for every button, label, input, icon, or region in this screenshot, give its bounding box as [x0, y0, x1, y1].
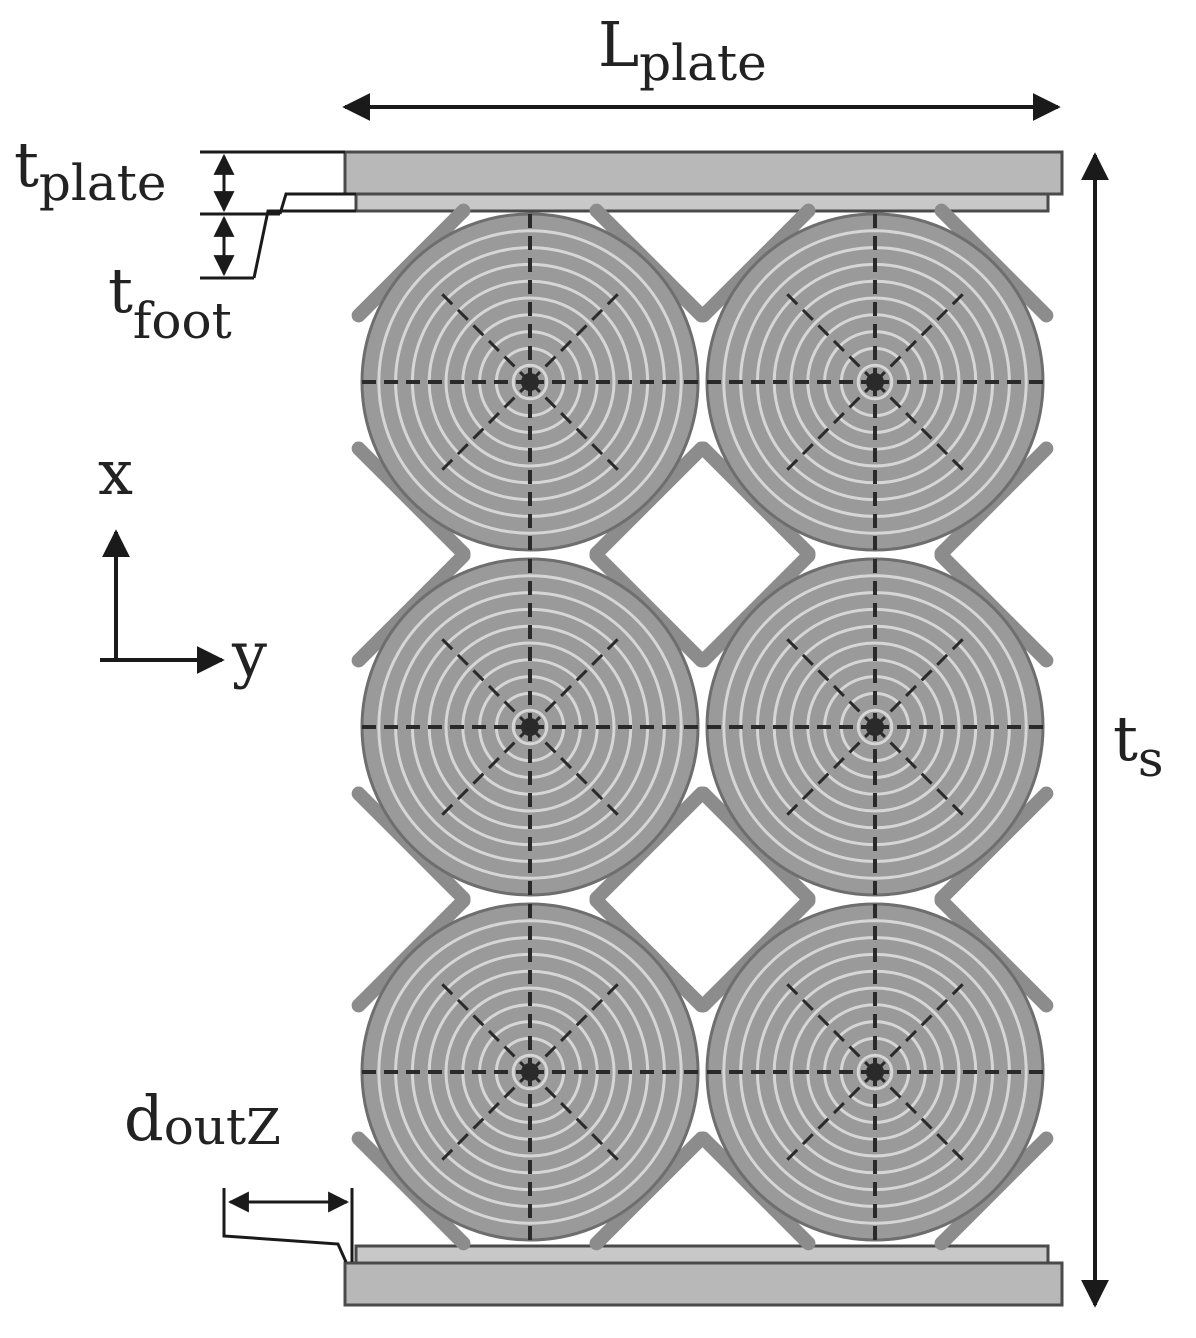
cell-ring — [856, 708, 894, 746]
unit-cell — [696, 203, 1054, 561]
t-foot-label-base: t — [108, 254, 133, 327]
d-outz-label-base: d — [124, 1082, 164, 1155]
unit-cell — [696, 893, 1054, 1251]
d-outz-label: doutZ — [124, 1082, 281, 1156]
cell-ring — [511, 363, 549, 401]
unit-cell-grid — [351, 203, 1054, 1251]
cell-ring — [722, 229, 1028, 535]
cell-ring — [377, 919, 683, 1225]
cell-center — [866, 373, 884, 391]
cell-center — [866, 718, 884, 736]
unit-cell — [351, 203, 709, 561]
l-plate-label-base: L — [598, 8, 639, 81]
unit-cell — [351, 548, 709, 906]
cell-ring — [789, 296, 961, 468]
d-outz-dimension — [222, 1188, 354, 1263]
t-foot-label-sub: foot — [133, 292, 232, 350]
cell-ring — [856, 363, 894, 401]
l-plate-label: Lplate — [598, 8, 767, 92]
x-axis-label: x — [98, 436, 133, 509]
cell-ring — [444, 641, 616, 813]
unit-cell — [696, 548, 1054, 906]
cell-ring — [511, 1053, 549, 1091]
cell-center — [866, 1063, 884, 1081]
cell-center — [521, 718, 539, 736]
unit-cell — [351, 893, 709, 1251]
top-foot — [354, 192, 1050, 213]
d-outz-label-sub: outZ — [164, 1098, 281, 1156]
y-axis-label: y — [231, 618, 267, 691]
cell-ring — [511, 708, 549, 746]
top-plate — [343, 150, 1064, 196]
t-s-label-sub: s — [1138, 730, 1164, 788]
t-plate-label-base: t — [14, 128, 39, 201]
l-plate-label-sub: plate — [639, 34, 767, 92]
cell-ring — [789, 641, 961, 813]
cell-ring — [722, 919, 1028, 1225]
cell-ring — [377, 229, 683, 535]
cell-ring — [789, 986, 961, 1158]
cell-center — [521, 373, 539, 391]
t-plate-t-foot-dimension — [200, 150, 356, 280]
cell-ring — [856, 1053, 894, 1091]
t-plate-label: tplate — [14, 128, 166, 212]
cell-ring — [377, 574, 683, 880]
cell-ring — [444, 296, 616, 468]
t-plate-label-sub: plate — [39, 154, 167, 212]
cell-ring — [722, 574, 1028, 880]
t-s-label: ts — [1113, 702, 1164, 788]
t-foot-label: tfoot — [108, 254, 232, 350]
cell-center — [521, 1063, 539, 1081]
cell-ring — [444, 986, 616, 1158]
bottom-plate — [343, 1261, 1064, 1307]
t-s-label-base: t — [1113, 702, 1138, 775]
